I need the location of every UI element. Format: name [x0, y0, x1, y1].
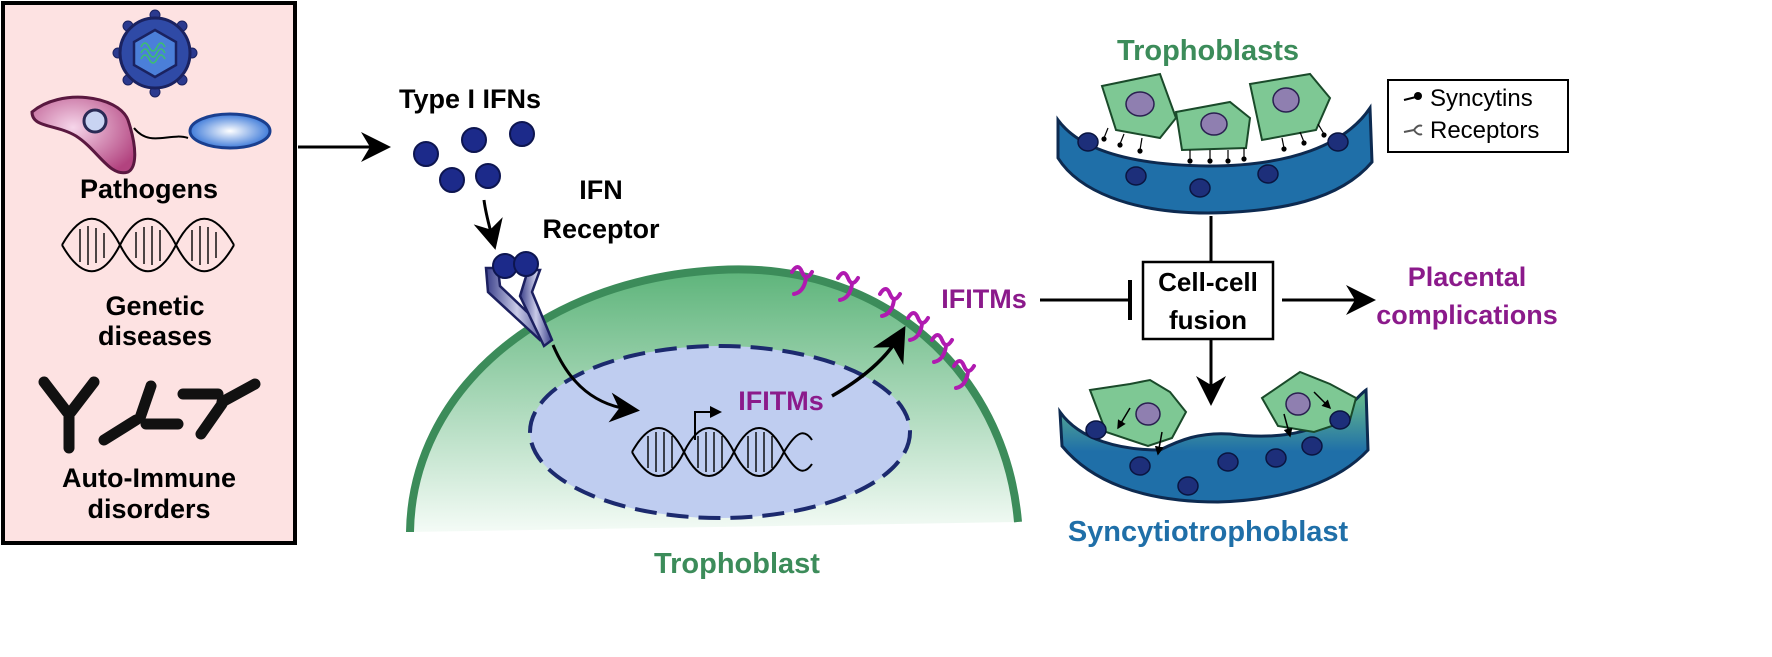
ifitms-nucleus-label: IFITMs: [738, 386, 824, 416]
ifn-molecules: [413, 121, 535, 193]
syncytio-label: Syncytiotrophoblast: [1068, 516, 1349, 548]
autoimmune-label-1: Auto-Immune: [62, 463, 236, 493]
cell-fusion-box: [1141, 260, 1275, 341]
ifn-receptor-icon: [484, 251, 554, 348]
ifitms-inhibitor-label: IFITMs: [941, 284, 1027, 314]
syncytiotrophoblast-layer: [1058, 370, 1370, 504]
trophoblasts-label: Trophoblasts: [1117, 35, 1299, 67]
bacterium-icon: [188, 112, 272, 150]
ifn-to-receptor-arrow: [473, 199, 503, 250]
receptor-label-2: Receptor: [542, 214, 660, 244]
autoimmune-label-2: disorders: [87, 494, 210, 524]
receptor-to-nucleus-arrow: [551, 344, 640, 423]
antibody-icon: [38, 376, 261, 454]
cell-fusion-label-2: fusion: [1169, 305, 1247, 335]
receptor-label-1: IFN: [579, 175, 623, 205]
trophoblasts-layer: [1056, 72, 1374, 215]
legend: Syncytins Receptors: [1387, 79, 1569, 153]
virus-icon: [112, 9, 198, 98]
ifitm-to-membrane-arrow: [831, 325, 906, 398]
pathogens-label: Pathogens: [80, 174, 218, 204]
legend-syncytins: Syncytins: [1430, 85, 1533, 112]
dna-icon: [61, 217, 235, 273]
causes-panel: Pathogens Genetic diseases: [1, 1, 297, 545]
ifitm-proteins: [790, 265, 976, 390]
receptor-legend-icon: [1403, 124, 1423, 136]
type1-ifns-label: Type I IFNs: [399, 84, 541, 114]
parasite-icon: [30, 95, 189, 175]
outcome-label-2: complications: [1376, 300, 1558, 330]
trophoblast-cell: [406, 265, 1022, 533]
genetic-label-2: diseases: [98, 321, 212, 351]
genetic-label-1: Genetic: [105, 291, 204, 321]
outcome-label-1: Placental: [1408, 262, 1527, 292]
nucleus-dna-icon: [631, 406, 813, 477]
syncytin-icon: [1403, 92, 1422, 101]
causes-box: [1, 1, 297, 545]
inhibition-arrow: [1040, 280, 1132, 320]
legend-receptors: Receptors: [1430, 117, 1539, 144]
trophoblast-label: Trophoblast: [654, 548, 820, 580]
cell-fusion-label-1: Cell-cell: [1158, 267, 1258, 297]
